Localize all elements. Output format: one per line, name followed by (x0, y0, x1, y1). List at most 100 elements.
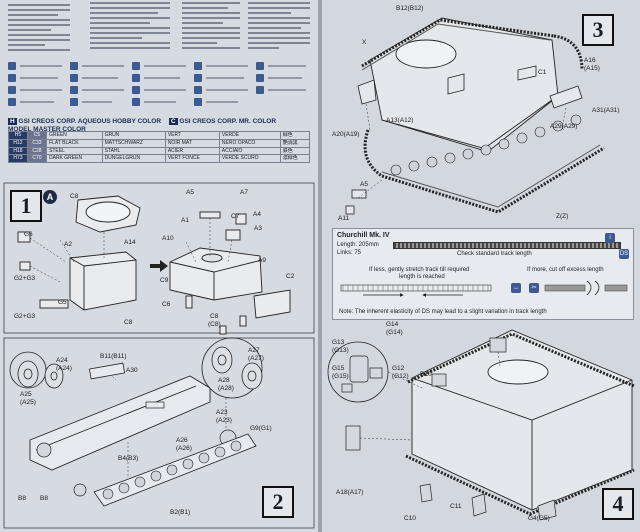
instruction-text-column-2 (90, 2, 170, 52)
label-a5: A5 (186, 189, 194, 196)
label-b8-b: B8 (40, 495, 48, 502)
track-links: Links: 75 (337, 250, 362, 256)
page-gutter (318, 0, 322, 532)
road-wheel (570, 114, 582, 126)
instruction-text-column-1 (8, 4, 70, 54)
road-wheel (462, 148, 474, 160)
track-adjust-diagram (340, 280, 628, 297)
label-a10: A10 (162, 235, 174, 242)
label-a28-b: (A28) (218, 385, 234, 392)
road-wheel (534, 126, 546, 138)
bogie-wheel (102, 488, 114, 500)
track-if-less: If less, gently stretch track till requi… (369, 267, 470, 273)
bogie-wheel (182, 458, 194, 470)
label-a27: A27 (248, 347, 260, 354)
step-2-number: 2 (262, 486, 294, 518)
label-c8-c: (C8) (208, 321, 221, 328)
bogie-wheel (118, 482, 130, 494)
road-wheel (480, 144, 492, 156)
label-a23-b: (A23) (216, 417, 232, 424)
step-4-number: 4 (602, 488, 634, 520)
label-g15: G15 (332, 365, 345, 372)
bogie-wheel (230, 440, 242, 452)
label-a16: A16 (584, 57, 596, 64)
label-a18: A18(A17) (336, 489, 364, 496)
left-page: H GSI CREOS CORP. AQUEOUS HOBBY COLOR C … (0, 0, 318, 532)
label-g14-b: (G14) (386, 329, 403, 336)
bogie-wheel (166, 464, 178, 476)
color-cell-de: DUNGELGRÜN (101, 154, 166, 164)
label-a28: A28 (218, 377, 230, 384)
label-a30: A30 (126, 367, 138, 374)
label-g12-b: (G12) (392, 373, 409, 380)
label-g6: G6 (24, 231, 33, 238)
label-g13: G13 (332, 339, 345, 346)
bogie-wheel (214, 446, 226, 458)
label-a5-right: A5 (360, 181, 368, 188)
track-title: Churchill Mk. IV (337, 232, 390, 239)
label-g2g3: G2+G3 (14, 275, 36, 282)
label-a29: A29(A29) (550, 123, 578, 130)
label-a20: A20(A19) (332, 131, 360, 138)
label-b8: B8 (18, 495, 26, 502)
stretch-icon: ↔ (511, 283, 521, 293)
step-1-2-diagram (3, 182, 315, 529)
label-c8-b: C8 (210, 313, 219, 320)
label-g5: G5 (58, 299, 67, 306)
label-g13-b: (G13) (332, 347, 349, 354)
bogie-wheel (198, 452, 210, 464)
track-length: Length: 205mm (337, 242, 379, 248)
label-a4: A4 (253, 211, 261, 218)
color-cell-fr: VERT FONCE (164, 154, 220, 164)
track-note: Note: The inherent elasticity of DS may … (339, 309, 547, 315)
instruction-text-column-4 (248, 2, 310, 52)
label-c8-top: C8 (70, 193, 79, 200)
step-3-number: 3 (582, 14, 614, 46)
label-c8: C8 (124, 319, 133, 326)
track-if-less-2: length is reached (399, 274, 445, 280)
symbol-legend (8, 62, 310, 114)
step-1-number: 1 (10, 190, 42, 222)
label-g15-b: (G15) (332, 373, 349, 380)
label-a13: A13(A12) (386, 117, 414, 124)
label-c2: C2 (286, 273, 295, 280)
road-wheel (408, 160, 420, 172)
label-c7: C7 (231, 213, 240, 220)
label-a7: A7 (240, 189, 248, 196)
label-a11: A11 (338, 215, 350, 222)
track-if-more: If more, cut off excess length (527, 267, 604, 273)
color-cell-c: C70 (27, 154, 47, 164)
label-b10: B10 (420, 371, 432, 378)
label-g9: G9(G1) (250, 425, 272, 432)
label-g4: G4(G5) (528, 515, 550, 522)
label-a26-b: (A26) (176, 445, 192, 452)
label-a16-b: (A15) (584, 65, 600, 72)
instruction-text-column-3 (182, 2, 240, 52)
label-c9: C9 (160, 277, 169, 284)
road-wheel (390, 164, 402, 176)
label-a31: A31(A31) (592, 107, 620, 114)
label-c10: C10 (404, 515, 416, 522)
step-3-4-diagram (327, 17, 635, 521)
label-g12: G12 (392, 365, 405, 372)
label-c1: C1 (538, 69, 547, 76)
color-cell-jp: 濃緑色 (279, 154, 311, 164)
label-z: Z(Z) (556, 213, 569, 220)
road-wheel (552, 120, 564, 132)
label-b11: B11(B11) (100, 353, 127, 360)
info-icon: i (605, 233, 615, 243)
color-heading-model-master: MODEL MASTER COLOR (8, 126, 86, 133)
track-length-box: Churchill Mk. IV Length: 205mm Links: 75… (332, 228, 634, 320)
label-c11: C11 (450, 503, 462, 510)
label-a25-b: (A25) (20, 399, 36, 406)
label-b12: B12(B12) (396, 5, 424, 12)
cut-icon: ✂ (529, 283, 539, 293)
label-g14: G14 (386, 321, 399, 328)
bogie-wheel (150, 470, 162, 482)
label-a26: A26 (176, 437, 188, 444)
label-a2: A2 (64, 241, 72, 248)
label-x: X (362, 39, 367, 46)
